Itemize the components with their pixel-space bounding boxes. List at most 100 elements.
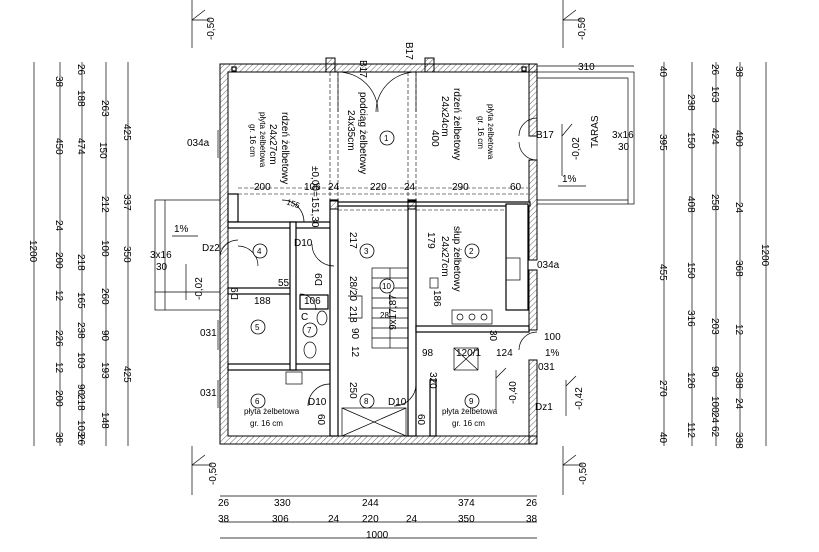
- door-dz1: Dz1: [535, 402, 553, 413]
- left-step-2: 30: [156, 262, 168, 273]
- right-dim3-112: 112: [685, 422, 696, 438]
- beam-b17-c: B17: [536, 130, 554, 141]
- beam-b17-b: B17: [403, 42, 414, 60]
- left-dim-38-b: 38: [53, 432, 64, 444]
- dim-186: 186: [431, 290, 442, 307]
- left-dim3-260: 260: [99, 288, 110, 305]
- beam-size: 24x35cm: [345, 110, 356, 151]
- terrace-step-2: 30: [618, 142, 630, 153]
- left-dim3-90: 90: [99, 330, 110, 342]
- left-dim2-90: 90: [75, 384, 86, 396]
- level-dz1: -0,42: [574, 387, 585, 410]
- bottom-dim2-38: 38: [218, 514, 230, 525]
- bottom-dim-330: 330: [274, 498, 291, 509]
- dim-188: 188: [254, 296, 271, 307]
- left-dim3-100: 100: [99, 240, 110, 257]
- room-9: 9: [469, 397, 474, 406]
- structural-annotations: ±0,00=151,30 rdzeń żelbetowy 24x27cm pły…: [244, 88, 560, 428]
- left-dim2-150: 150: [97, 142, 108, 159]
- beam-lines: [238, 72, 528, 436]
- left-dim-12: 12: [53, 290, 64, 302]
- room-2: 2: [469, 247, 474, 256]
- left-dim-38: 38: [53, 76, 64, 88]
- dim-55: 55: [278, 278, 290, 289]
- left-dim2-238: 238: [75, 322, 86, 339]
- window-031-a: 031: [200, 328, 217, 339]
- bottom-dim2-220: 220: [362, 514, 379, 525]
- dim-310: 310: [578, 62, 595, 73]
- level-bottom-right: -0,50: [578, 462, 589, 485]
- level-bottom-left: -0,50: [208, 462, 219, 485]
- stairs-label: 9x17,87: [388, 294, 399, 330]
- room-4: 4: [257, 247, 262, 256]
- terrace: 310 TARAS 3x16 30 1% B17 -0,02: [536, 62, 635, 205]
- left-dim-200-b: 200: [53, 390, 64, 407]
- dim-250: 250: [347, 382, 358, 399]
- right-dim2-26: 26: [709, 64, 720, 76]
- column-label: słup żelbetowy: [451, 226, 462, 292]
- right-dim3-238: 238: [685, 94, 696, 111]
- left-dim3-263: 263: [99, 100, 110, 117]
- bottom-dim2-350: 350: [458, 514, 475, 525]
- room-8: 8: [364, 397, 369, 406]
- column-size: 24x27cm: [439, 236, 450, 277]
- dim-30: 30: [487, 330, 498, 342]
- slope-right: 1%: [545, 348, 560, 359]
- door-d10-b: D10: [308, 397, 327, 408]
- left-dim-total: 1200: [27, 240, 38, 263]
- zero-level: ±0,00=151,30: [309, 166, 320, 228]
- level-top-left: -0,50: [206, 17, 217, 40]
- windows: 034a 034a 031 031 031: [187, 130, 560, 408]
- right-dim4-270: 270: [657, 380, 668, 397]
- bottom-dim2-38-b: 38: [526, 514, 538, 525]
- left-dim2-218-b: 218: [75, 394, 86, 411]
- bottom-dim-244: 244: [362, 498, 379, 509]
- right-dim3-316: 316: [685, 310, 696, 327]
- right-dim4-40: 40: [657, 66, 668, 78]
- left-dim2-103: 103: [75, 352, 86, 369]
- left-step: 3x16: [150, 250, 172, 261]
- right-dim3-150: 150: [685, 132, 696, 149]
- dim-106: 106: [304, 182, 321, 193]
- window-031-b: 031: [200, 388, 217, 399]
- dim-290: 290: [452, 182, 469, 193]
- left-dim2-26-b: 26: [75, 434, 86, 446]
- right-dim1-368: 368: [733, 260, 744, 277]
- level-taras: -0,02: [571, 137, 582, 160]
- exterior-walls: [219, 63, 538, 445]
- left-entrance-steps: 1% 3x16 30 -0,02: [150, 199, 221, 311]
- dim-12: 12: [349, 346, 360, 358]
- right-dim2-100: 100: [709, 396, 720, 413]
- dim-155: 155: [285, 197, 301, 210]
- terrace-slope: 1%: [562, 174, 577, 185]
- left-dim3-212: 212: [99, 196, 110, 213]
- slab-right-thickness: gr. 16 cm: [476, 116, 485, 149]
- right-dim2-62: 62: [709, 426, 720, 438]
- dim-90: 90: [349, 328, 360, 340]
- right-dim1-24: 24: [733, 202, 744, 214]
- slab-left-thickness: gr. 16 cm: [248, 124, 257, 157]
- bottom-dim-26: 26: [218, 498, 230, 509]
- left-dim4-425-b: 425: [121, 366, 132, 383]
- right-dim1-400: 400: [733, 130, 744, 147]
- left-dim2-218: 218: [75, 254, 86, 271]
- level-marker-room9: -0,40: [495, 367, 519, 410]
- level-marker-top-right: -0,50: [562, 0, 588, 48]
- left-dim2-165: 165: [75, 292, 86, 309]
- right-dim3-126: 126: [685, 372, 696, 389]
- right-dim2-424: 424: [709, 128, 720, 145]
- bottom-dim-374: 374: [458, 498, 475, 509]
- room-numbers: 1 2 3 4 5 6 7 8 9 10: [250, 130, 480, 409]
- right-dim2-258: 258: [709, 194, 720, 211]
- bottom-dim2-24: 24: [328, 514, 340, 525]
- right-dim2-90: 90: [709, 366, 720, 378]
- level-marker-dz1: -0,42: [565, 375, 585, 416]
- boiler-c: C: [301, 312, 308, 323]
- dim-100: 100: [544, 332, 561, 343]
- left-dim2-26: 26: [75, 64, 86, 76]
- door-dz2: Dz2: [202, 243, 220, 254]
- staircase: 9x17,87 28: [348, 267, 409, 349]
- dim-24-b: 24: [404, 182, 416, 193]
- room-10: 10: [382, 282, 391, 291]
